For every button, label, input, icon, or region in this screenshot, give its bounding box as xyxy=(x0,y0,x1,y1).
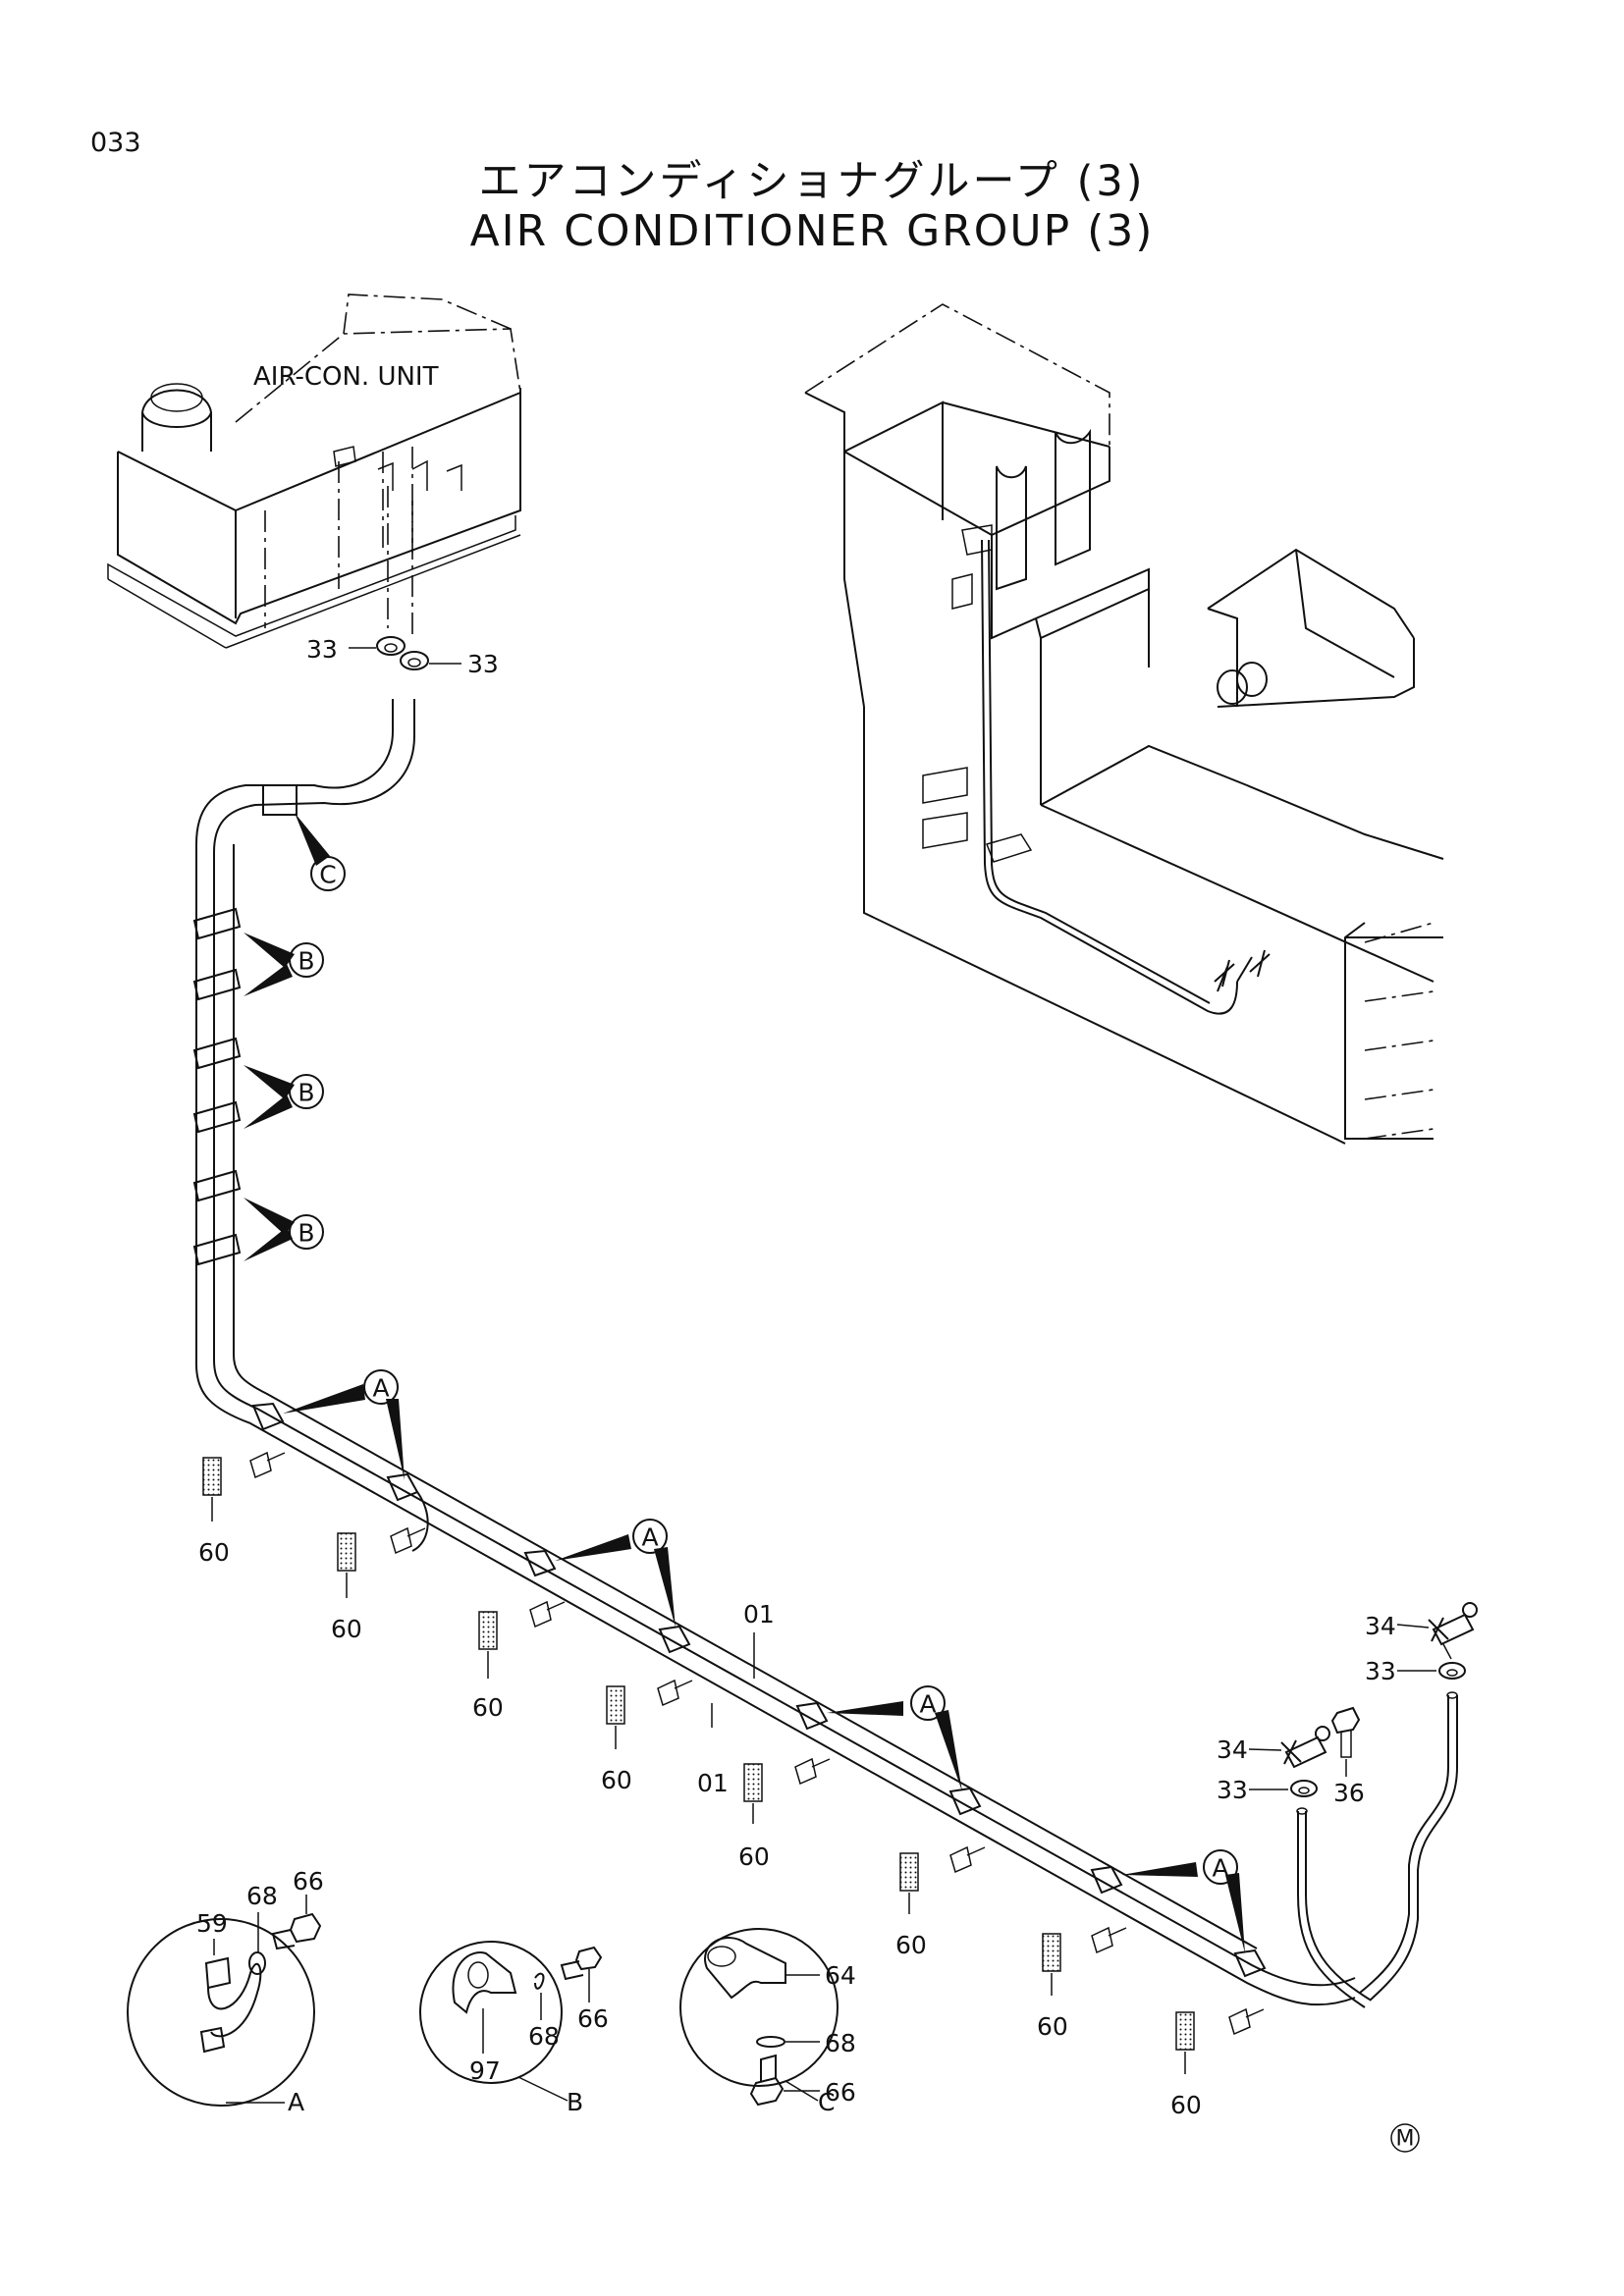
part-label-33-b: 33 xyxy=(467,650,499,678)
part-label-60-5: 60 xyxy=(738,1842,770,1871)
grommet-33-upper xyxy=(1438,1662,1466,1680)
callout-a-4: A xyxy=(1212,1854,1228,1883)
detail-c-part-64: 64 xyxy=(825,1961,856,1990)
detail-b-part-97: 97 xyxy=(469,2056,501,2085)
air-con-hose-assembly xyxy=(195,699,1458,2008)
part-label-36: 36 xyxy=(1333,1779,1365,1807)
callout-a-1: A xyxy=(372,1374,389,1403)
callout-a-2: A xyxy=(641,1523,658,1552)
rubber-pads-60 xyxy=(202,1457,1195,2051)
detail-c-clamp-set xyxy=(679,1928,839,2107)
callout-b-2: B xyxy=(298,1079,314,1107)
part-label-60-6: 60 xyxy=(895,1931,927,1959)
pad-leader-lines xyxy=(211,1497,1186,2074)
callout-a-3: A xyxy=(919,1690,936,1719)
diagonal-run-bolts xyxy=(249,1451,1265,2036)
detail-c-label: C xyxy=(818,2088,835,2116)
part-label-60-4: 60 xyxy=(601,1766,632,1794)
detail-a-label: A xyxy=(288,2088,304,2116)
part-label-34-b: 34 xyxy=(1217,1735,1248,1764)
part-label-33-d: 33 xyxy=(1217,1776,1248,1804)
part-label-60-7: 60 xyxy=(1037,2012,1068,2041)
part-label-33-a: 33 xyxy=(306,635,338,664)
callout-b-1: B xyxy=(298,947,314,976)
excavator-body-drawing xyxy=(804,303,1444,1145)
page-title-japanese: エアコンディショナグループ (3) xyxy=(478,157,1146,206)
bolt-36 xyxy=(1330,1706,1361,1758)
detail-a-clamp-set xyxy=(127,1912,322,2107)
diagonal-run-clamps xyxy=(251,1402,1267,1978)
drain-valve-34-upper xyxy=(1428,1602,1478,1660)
callout-c: C xyxy=(319,861,336,889)
part-label-34-a: 34 xyxy=(1365,1612,1396,1640)
callout-bubbles xyxy=(289,856,1238,1885)
corner-mark: M xyxy=(1396,2127,1415,2152)
grommet-33 xyxy=(376,636,429,670)
detail-a-part-59: 59 xyxy=(196,1909,228,1938)
detail-b-clamp-set xyxy=(419,1941,603,2084)
page-title-english: AIR CONDITIONER GROUP (3) xyxy=(469,206,1155,256)
detail-a-part-68: 68 xyxy=(246,1882,278,1910)
detail-c-part-68: 68 xyxy=(825,2029,856,2057)
air-con-unit-label: AIR-CON. UNIT xyxy=(253,362,439,392)
vertical-run-clamps xyxy=(192,784,298,1266)
detail-a-part-66: 66 xyxy=(293,1867,324,1896)
part-label-60-1: 60 xyxy=(198,1538,230,1567)
part-label-01-b: 01 xyxy=(697,1769,729,1797)
detail-b-label: B xyxy=(567,2088,583,2116)
page-number: 033 xyxy=(90,128,141,158)
part-label-33-c: 33 xyxy=(1365,1657,1396,1685)
detail-b-part-66: 66 xyxy=(577,2004,609,2033)
grommet-33-lower xyxy=(1290,1780,1318,1797)
part-label-60-2: 60 xyxy=(331,1615,362,1643)
drain-valve-34-lower xyxy=(1280,1726,1330,1769)
detail-c-part-66: 66 xyxy=(825,2078,856,2107)
part-label-60-3: 60 xyxy=(472,1693,504,1722)
part-label-60-8: 60 xyxy=(1170,2091,1202,2119)
callout-pointers xyxy=(244,813,1245,1953)
callout-b-3: B xyxy=(298,1219,314,1248)
air-con-unit-drawing xyxy=(107,294,521,649)
part-label-01-a: 01 xyxy=(743,1600,775,1629)
detail-b-part-68: 68 xyxy=(528,2022,560,2051)
